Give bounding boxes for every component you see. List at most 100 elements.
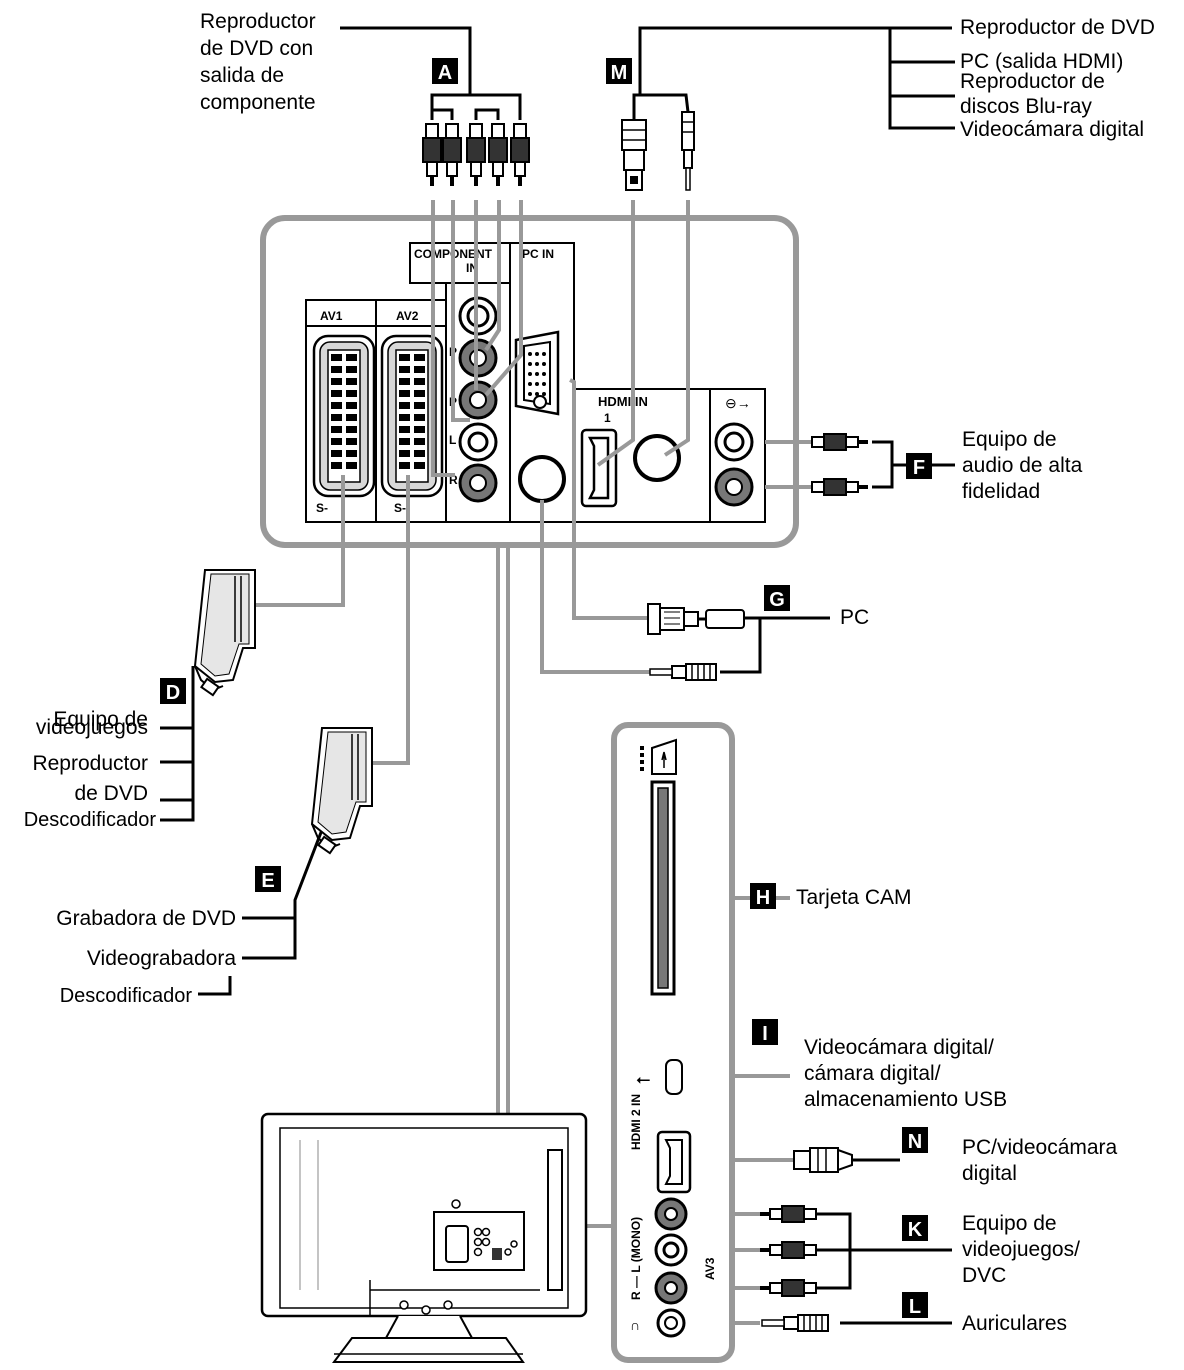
label-bluray: Reproductor de discos Blu-ray: [960, 70, 1105, 118]
svg-text:digital: digital: [962, 1162, 1017, 1185]
headphone-icon: ∩: [630, 1317, 640, 1333]
label-pc-camcorder: PC/videocámara digital: [962, 1136, 1118, 1185]
jack-plug-m: [681, 111, 695, 191]
label-hifi: Equipo de audio de alta fidelidad: [962, 428, 1083, 503]
svg-text:Reproductor: Reproductor: [200, 10, 316, 33]
badge-m: M: [606, 58, 632, 84]
av2-s-label: S-: [394, 501, 406, 515]
side-panel: [611, 722, 735, 1363]
av2-label: AV2: [396, 309, 419, 323]
svg-text:Equipo de: Equipo de: [962, 428, 1057, 451]
black-lines: [160, 26, 955, 1325]
svg-text:A: A: [438, 62, 452, 84]
audio-out-icon: ⊖→: [725, 395, 751, 411]
label-digital-camcorder: Videocámara digital: [960, 118, 1144, 141]
svg-text:K: K: [908, 1219, 923, 1241]
hdmi2-port[interactable]: [656, 1130, 692, 1194]
label-cam: Tarjeta CAM: [796, 886, 912, 909]
svg-text:de DVD: de DVD: [74, 782, 148, 805]
badge-e: E: [255, 866, 281, 892]
svg-text:salida de: salida de: [200, 64, 284, 87]
audio-out-l-port[interactable]: [714, 422, 754, 462]
rca-plugs-k: [759, 1205, 817, 1297]
svg-text:F: F: [913, 457, 925, 479]
cam-slot[interactable]: [650, 780, 676, 996]
av3-audio-l-port[interactable]: [654, 1233, 688, 1267]
badge-d: D: [160, 678, 186, 704]
tv-rear-view: [260, 1112, 588, 1363]
headphone-port[interactable]: [656, 1308, 686, 1338]
label-pc-hdmi: PC (salida HDMI): [960, 50, 1123, 73]
cam-card-icon: [640, 738, 677, 775]
component-l-label: L: [449, 433, 456, 447]
badge-k: K: [902, 1215, 928, 1241]
svg-text:Descodificador: Descodificador: [24, 809, 157, 831]
hdmi1-port[interactable]: [580, 428, 618, 508]
jack-plug-g: [649, 663, 717, 681]
component-r-label: R: [449, 473, 458, 487]
svg-text:DVC: DVC: [962, 1264, 1006, 1287]
svg-text:Equipo de: Equipo de: [962, 1212, 1057, 1235]
svg-text:N: N: [908, 1131, 922, 1153]
svg-text:D: D: [166, 682, 180, 704]
svg-text:L: L: [909, 1296, 921, 1318]
svg-text:E: E: [261, 870, 274, 892]
svg-text:Reproductor de: Reproductor de: [960, 70, 1105, 93]
badge-a: A: [432, 58, 458, 84]
badge-g: G: [764, 585, 790, 611]
badge-i: I: [752, 1019, 778, 1045]
label-games-dvc: Equipo de videojuegos/ DVC: [962, 1212, 1080, 1287]
hdmi-plug-n: [793, 1147, 853, 1173]
svg-text:discos Blu-ray: discos Blu-ray: [960, 95, 1092, 118]
label-e-group: Grabadora de DVD Videograbadora Descodif…: [56, 907, 236, 1007]
svg-text:Grabadora de DVD: Grabadora de DVD: [56, 907, 236, 930]
rca-plug-f-l: [811, 433, 869, 451]
usb-icon: ⭠: [636, 1069, 650, 1089]
label-d-group: Equipo de videojuegos Reproductor de DVD…: [24, 708, 157, 831]
av1-scart-port[interactable]: [312, 334, 376, 498]
av1-s-label: S-: [316, 501, 328, 515]
badge-f: F: [906, 453, 932, 479]
av3-side-label: R — L (MONO): [629, 1217, 643, 1300]
svg-text:Equipo de: Equipo de: [53, 708, 148, 731]
vga-plug-g: [647, 603, 745, 635]
av3-video-port[interactable]: [654, 1197, 688, 1231]
svg-text:Videocámara digital/: Videocámara digital/: [804, 1036, 994, 1059]
av1-label: AV1: [320, 309, 343, 323]
pc-vga-port[interactable]: [514, 330, 560, 416]
svg-text:M: M: [611, 62, 628, 84]
svg-text:almacenamiento USB: almacenamiento USB: [804, 1088, 1007, 1111]
svg-text:Videograbadora: Videograbadora: [87, 947, 236, 970]
hdmi1-number: 1: [604, 411, 611, 425]
rca-plug-f-r: [811, 478, 869, 496]
svg-text:fidelidad: fidelidad: [962, 480, 1040, 503]
hdmi1-label: HDMI IN: [598, 394, 648, 409]
svg-text:videojuegos: videojuegos: [36, 716, 148, 739]
usb-port[interactable]: [665, 1059, 683, 1095]
badge-l: L: [902, 1292, 928, 1318]
pc-in-label: PC IN: [522, 247, 554, 261]
svg-text:audio de alta: audio de alta: [962, 454, 1083, 477]
av3-label: AV3: [703, 1257, 717, 1280]
svg-text:Descodificador: Descodificador: [60, 985, 193, 1007]
component-audio-l-port[interactable]: [458, 422, 498, 462]
svg-text:de DVD con: de DVD con: [200, 37, 313, 60]
svg-text:Reproductor: Reproductor: [32, 752, 148, 775]
pc-audio-port[interactable]: [518, 455, 566, 503]
badge-n: N: [902, 1127, 928, 1153]
audio-out-r-port[interactable]: [714, 467, 754, 507]
svg-text:componente: componente: [200, 91, 316, 114]
svg-text:I: I: [762, 1023, 768, 1045]
svg-text:videojuegos/: videojuegos/: [962, 1238, 1080, 1261]
component-audio-r-port[interactable]: [458, 463, 498, 503]
label-usb: Videocámara digital/ cámara digital/ alm…: [804, 1036, 1007, 1111]
svg-text:PC/videocámara: PC/videocámara: [962, 1136, 1118, 1159]
svg-text:cámara digital/: cámara digital/: [804, 1062, 941, 1085]
av3-audio-r-port[interactable]: [654, 1271, 688, 1305]
svg-text:G: G: [769, 589, 785, 611]
hdmi1-audio-port[interactable]: [633, 434, 681, 482]
badge-h: H: [750, 883, 776, 909]
label-dvd-component: Reproductor de DVD con salida de compone…: [200, 10, 316, 114]
label-headphones: Auriculares: [962, 1312, 1067, 1335]
